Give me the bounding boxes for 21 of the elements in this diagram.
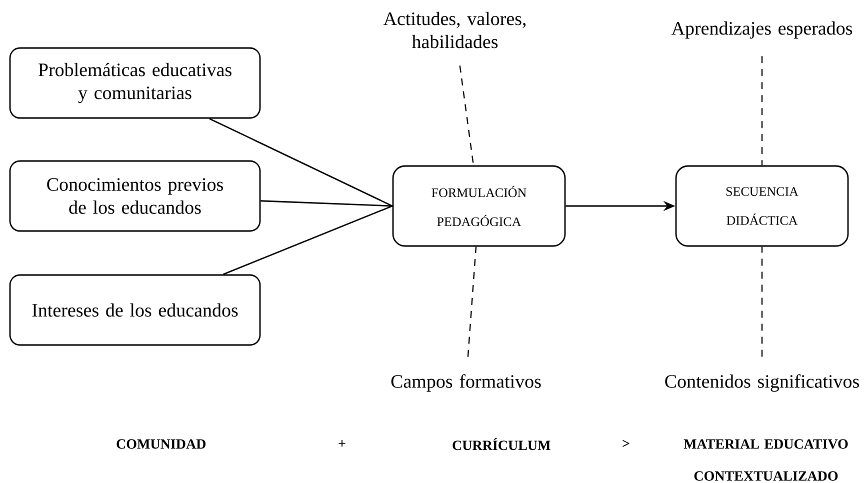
leader-text: Aprendizajes esperados bbox=[671, 21, 852, 39]
equation-term: + bbox=[338, 440, 346, 447]
leader-line bbox=[459, 66, 474, 166]
connector-line bbox=[209, 118, 393, 207]
connector-line bbox=[223, 205, 393, 275]
input-box: Intereses de los educandos bbox=[9, 274, 261, 346]
leader-text: Contenidos significativos bbox=[665, 374, 859, 392]
process-box: FORMULACIÓN PEDAGÓGICA bbox=[392, 165, 566, 247]
leader-line bbox=[761, 246, 763, 357]
equation-term: CURRÍCULUM bbox=[452, 438, 550, 450]
leader-line bbox=[761, 56, 763, 166]
leader-line bbox=[467, 246, 477, 357]
leader-text: Actitudes, valores, habilidades bbox=[383, 12, 526, 48]
connector-line bbox=[260, 200, 392, 207]
leader-text: Campos formativos bbox=[391, 374, 541, 392]
input-box: Conocimientos previos de los educandos bbox=[9, 160, 261, 232]
equation-term: COMUNIDAD bbox=[116, 439, 206, 449]
equation-term: MATERIAL EDUCATIVO CONTEXTUALIZADO bbox=[684, 439, 848, 481]
input-box: Problemáticas educativas y comunitarias bbox=[9, 47, 261, 119]
equation-term: > bbox=[622, 440, 630, 447]
process-box: SECUENCIA DIDÁCTICA bbox=[675, 165, 849, 247]
